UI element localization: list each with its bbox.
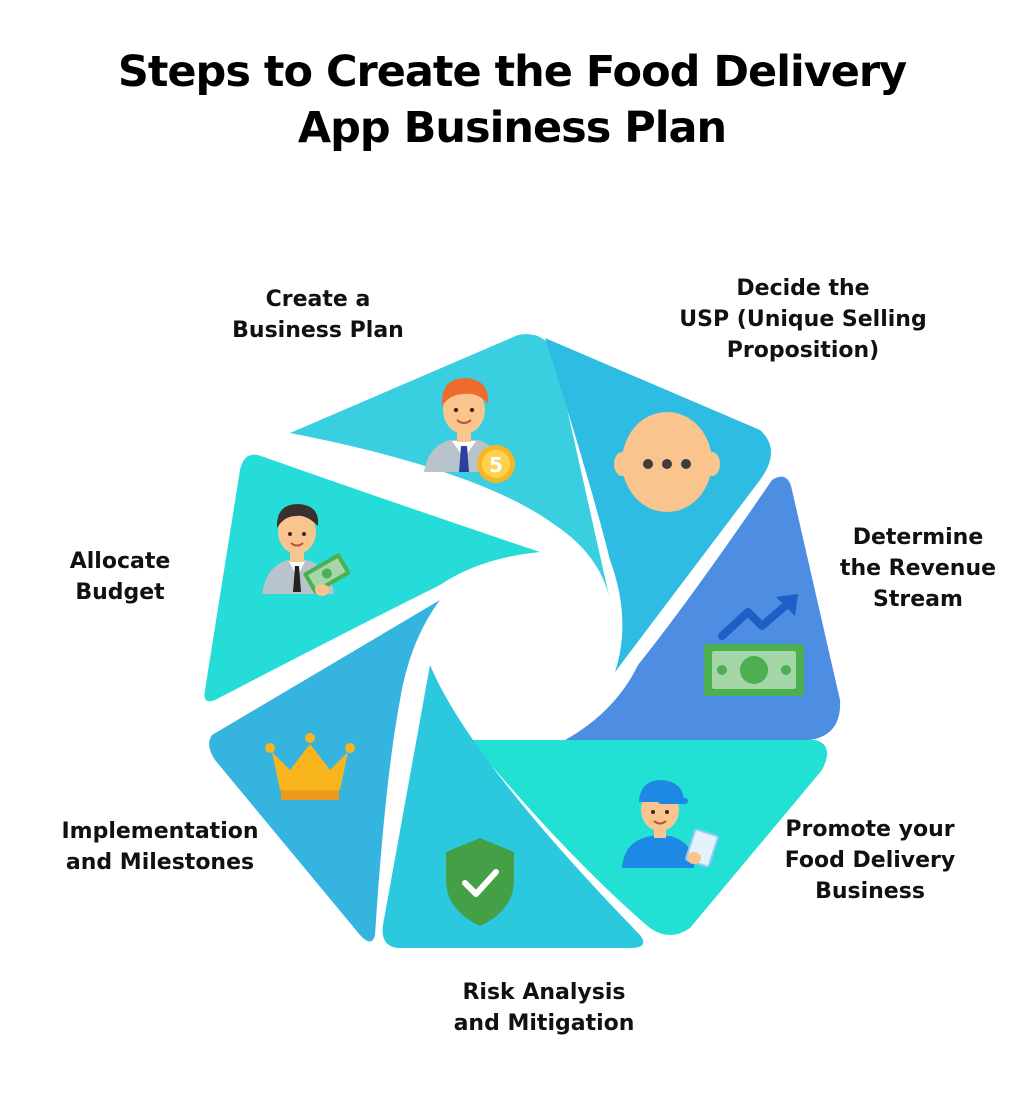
- title-line-1: Steps to Create the Food Delivery: [117, 47, 907, 97]
- title-line-2: App Business Plan: [297, 103, 727, 153]
- step-label-promote-business: Promote your Food Delivery Business: [784, 817, 956, 904]
- money-trend-icon: [704, 594, 804, 696]
- step-label-create-business-plan: Create a Business Plan: [232, 287, 404, 343]
- svg-text:5: 5: [489, 453, 503, 477]
- step-label-allocate-budget: Allocate Budget: [69, 549, 171, 605]
- delivery-person-icon: [622, 780, 719, 868]
- businessman-with-coin-icon: 5: [424, 378, 515, 483]
- step-label-revenue-stream: Determine the Revenue Stream: [839, 525, 997, 612]
- crown-icon: [265, 733, 355, 800]
- thinking-face-icon: [614, 412, 720, 512]
- step-label-decide-usp: Decide the USP (Unique Selling Propositi…: [679, 276, 927, 363]
- step-label-risk-analysis: Risk Analysis and Mitigation: [453, 980, 635, 1036]
- step-label-implementation: Implementation and Milestones: [61, 819, 259, 875]
- page-title: Steps to Create the Food Delivery App Bu…: [0, 44, 1024, 156]
- businessman-with-cash-icon: [262, 504, 351, 596]
- shield-check-icon: [446, 838, 514, 926]
- step-blades: [204, 334, 841, 948]
